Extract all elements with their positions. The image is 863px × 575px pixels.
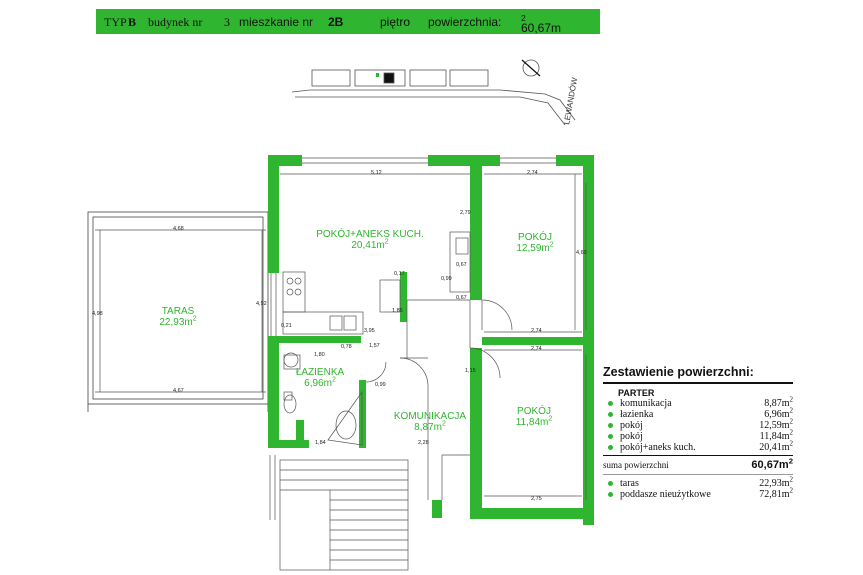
dimension-label: 0,99: [375, 382, 386, 388]
dimension-label: 4,60: [576, 250, 587, 256]
room-pokoj-bottom-area: 11,84m2: [515, 415, 553, 428]
dimension-label: 0,67: [456, 262, 467, 268]
street-label: LEWANDÓW: [562, 76, 579, 125]
room-pokoj-aneks-area: 20,41m2: [351, 238, 389, 251]
dimension-label: 1,84: [315, 440, 326, 446]
interior-lines: [95, 157, 587, 571]
dimension-label: 4,67: [173, 388, 184, 394]
room-pokoj-bottom-name: POKÓJ: [517, 406, 551, 417]
dimension-label: 1,57: [369, 343, 380, 349]
bullet-icon: [608, 481, 613, 486]
dimension-label: 2,74: [531, 328, 542, 334]
typ-value: B: [128, 15, 137, 29]
dimension-label: 2,74: [531, 346, 542, 352]
dimension-label: 3,95: [364, 328, 375, 334]
bullet-icon: [608, 412, 613, 417]
dimension-label: 0,21: [281, 323, 292, 329]
dimension-label: 2,79: [460, 210, 471, 216]
summary-divider: [603, 474, 793, 475]
room-komunikacja-name: KOMUNIKACJA: [393, 411, 467, 422]
area-label: powierzchnia:: [428, 15, 502, 29]
room-lazienka: ŁAZIENKA 6,96m2: [282, 367, 358, 389]
bullet-icon: [608, 401, 613, 406]
entrance-marker: [376, 73, 379, 77]
dimension-label: 4,68: [173, 226, 184, 232]
room-lazienka-area: 6,96m2: [304, 376, 336, 389]
room-komunikacja: KOMUNIKACJA 8,87m2: [382, 411, 478, 433]
dimension-label: 2,75: [531, 496, 542, 502]
summary-section: PARTER: [618, 388, 655, 398]
room-pokoj-top: POKÓJ 12,59m2: [497, 232, 573, 254]
bullet-icon: [608, 434, 613, 439]
dimension-label: 2,74: [527, 170, 538, 176]
dimension-label: 0,67: [456, 295, 467, 301]
room-lazienka-name: ŁAZIENKA: [295, 367, 345, 378]
building-label: budynek nr: [148, 15, 203, 29]
dimension-label: 0,78: [341, 344, 352, 350]
summary-divider: [603, 455, 793, 456]
dimension-label: 1,80: [314, 352, 325, 358]
dimension-label: 1,86: [392, 308, 403, 314]
building-value: 3: [224, 15, 230, 29]
room-pokoj-top-area: 12,59m2: [516, 241, 554, 254]
bullet-icon: [608, 492, 613, 497]
typ-label: TYP: [104, 15, 127, 29]
bullet-icon: [608, 423, 613, 428]
apartment-value: 2B: [328, 15, 344, 29]
dimension-label: 4,98: [92, 311, 103, 317]
walls: [268, 155, 594, 525]
dimension-label: 0,17: [394, 271, 405, 277]
summary-divider: [603, 382, 793, 384]
apartment-label: mieszkanie nr: [239, 15, 314, 29]
dimension-label: 0,99: [441, 276, 452, 282]
area-summary: Zestawienie powierzchni: PARTER komunika…: [603, 365, 793, 500]
bullet-icon: [608, 445, 613, 450]
room-pokoj-bottom: POKÓJ 11,84m2: [496, 406, 572, 428]
dimension-label: 2,28: [418, 440, 429, 446]
dimension-label: 1,15: [465, 368, 476, 374]
dimension-label: 5,12: [371, 170, 382, 176]
summary-title: Zestawienie powierzchni:: [603, 365, 754, 379]
room-pokoj-aneks-name: POKÓJ+ANEKS KUCH.: [316, 229, 424, 240]
site-key-map: [291, 59, 576, 126]
room-taras-area: 22,93m2: [159, 315, 197, 328]
dimension-label: 4,92: [256, 301, 267, 307]
room-pokoj-top-name: POKÓJ: [518, 232, 552, 243]
header-banner: TYP B budynek nr 3 mieszkanie nr 2B pięt…: [96, 9, 600, 35]
summary-row: pokój+aneks kuch.20,41m2: [603, 440, 793, 453]
room-taras-name: TARAS: [161, 306, 195, 317]
floor-label: piętro: [380, 15, 411, 29]
room-taras: TARAS 22,93m2: [138, 306, 218, 328]
room-pokoj-aneks: POKÓJ+ANEKS KUCH. 20,41m2: [300, 229, 440, 251]
room-komunikacja-area: 8,87m2: [414, 420, 446, 433]
